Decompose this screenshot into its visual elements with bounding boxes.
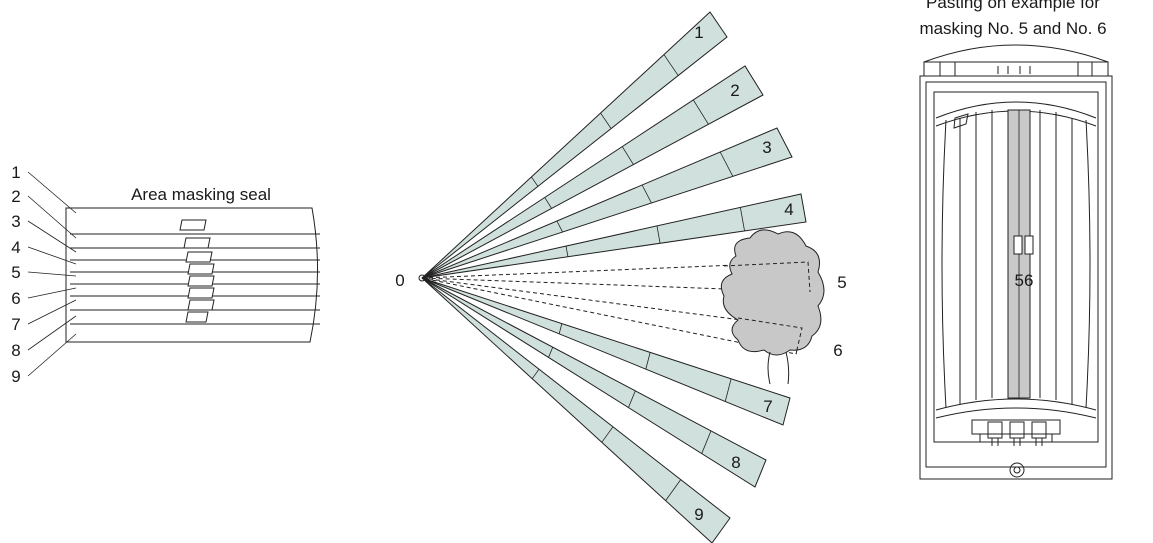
seal-tab [185,251,213,263]
zone-label-3: 3 [762,138,771,157]
detection-zones-fan: 1 2 3 4 7 8 9 5 6 0 [395,11,847,543]
zone-segment [701,430,712,454]
zone-wedge-1 [421,11,728,279]
seal-patch-6 [1024,235,1034,255]
zone-segment [556,220,563,233]
seal-leader [27,333,77,377]
zone-segment [565,246,569,257]
masked-zone-6-edge [737,317,803,355]
seal-labels: 1 2 3 4 5 6 7 8 9 [11,163,20,386]
zone-segment [663,54,679,76]
seal-outline [65,207,318,343]
zone-wedge-4 [421,193,807,279]
seal-patch-5 [1013,235,1023,255]
obstacle-trunk [767,351,771,385]
seal-tab [187,275,215,287]
seal-leader [27,287,77,299]
zone-label-4: 4 [784,200,793,219]
zone-label-9: 9 [694,505,703,524]
seal-label: 9 [11,367,20,386]
seal-label: 2 [11,187,20,206]
zone-segment [544,197,552,209]
seal-label: 3 [11,212,20,231]
seal-label: 4 [11,238,20,257]
zone-segment [645,352,651,370]
seal-tab [183,237,211,249]
zone-segment [548,347,554,358]
zone-segment [531,368,540,379]
seal-leader [27,299,77,325]
zone-label-2: 2 [730,81,739,100]
seal-label: 5 [11,263,20,282]
seal-leader-lines [27,171,77,377]
seal-leader [27,246,77,265]
zone-segment [601,426,614,443]
sensor-front-view: Pasting on example for masking No. 5 and… [919,0,1113,480]
zone-segment [656,225,661,244]
seal-tab [187,287,215,299]
zone-label-8: 8 [731,453,740,472]
seal-tab [187,263,215,275]
zone-segment [665,479,682,501]
seal-label: 1 [11,163,20,182]
zone-segment [724,378,732,402]
zone-segment [531,176,539,187]
zone-wedge-3 [421,127,793,279]
seal-label: 8 [11,341,20,360]
zone-label-7: 7 [763,397,772,416]
seal-leader [27,171,77,214]
masked-zone-5-edge [723,261,811,293]
stripe-label: 56 [1015,271,1034,290]
zone-segment [739,207,745,232]
zone-segment [621,146,634,165]
seal-label: 7 [11,315,20,334]
pasting-caption-line1: Pasting on example for [926,0,1100,12]
zone-segment [600,112,612,129]
seal-tab [185,311,209,323]
zone-wedge-8 [421,277,767,488]
sensor-origin-point [418,274,426,282]
seal-tab [187,299,215,311]
masked-zones [421,229,825,385]
obstacle-trunk [785,351,790,385]
zone-label-5: 5 [837,273,846,292]
masked-zone-6 [421,277,803,355]
seal-leader [27,271,77,277]
zone-segment [628,390,636,408]
zone-segment [558,323,563,334]
zone-wedges [421,11,807,543]
seal-leader [27,315,77,351]
zone-labels: 1 2 3 4 7 8 9 5 6 [694,23,846,524]
zone-wedge-7 [421,277,791,426]
seal-leader [27,220,77,253]
area-masking-seal-panel: Area masking seal 1 2 3 4 5 6 7 8 9 [11,163,320,386]
zone-wedge-9 [421,277,731,543]
zone-segment [692,99,709,125]
seal-title: Area masking seal [131,185,271,204]
zone-wedge-2 [421,65,764,279]
zone-label-6: 6 [833,341,842,360]
zone-label-1: 1 [694,23,703,42]
zone-segment [719,151,734,177]
pasting-caption-line2: masking No. 5 and No. 6 [919,19,1106,38]
seal-leader [27,195,77,239]
origin-label: 0 [395,271,404,290]
seal-tab [179,219,207,231]
zone-segment [641,184,652,204]
obstacle-tree [720,229,825,356]
seal-label: 6 [11,289,20,308]
seal-strips [65,207,320,343]
